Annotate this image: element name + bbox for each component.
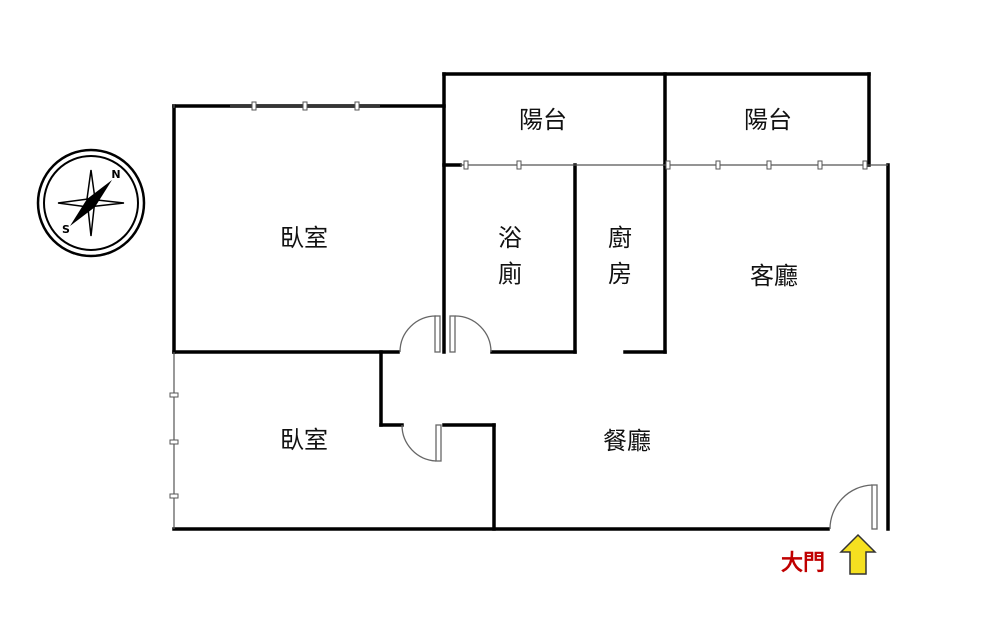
windows (169, 101, 888, 529)
bedroom-bottom-label: 臥室 (280, 426, 328, 454)
bathroom-label-1: 浴 (498, 224, 522, 252)
entrance-label: 大門 (781, 551, 825, 576)
compass-south: S (62, 223, 70, 236)
compass-icon: N S (36, 148, 146, 258)
dining-room-label: 餐廳 (603, 427, 651, 455)
kitchen-label-1: 廚 (608, 224, 632, 252)
balcony-right-label: 陽台 (744, 106, 792, 134)
doors (399, 315, 878, 530)
living-room-label: 客廳 (750, 262, 798, 290)
bedroom-top-label: 臥室 (280, 224, 328, 252)
entrance-arrow-icon (839, 533, 877, 575)
balcony-left-label: 陽台 (519, 106, 567, 134)
bathroom-label-2: 廁 (498, 260, 522, 288)
kitchen-label-2: 房 (608, 260, 632, 288)
compass-north: N (111, 168, 120, 181)
walls (172, 72, 890, 531)
